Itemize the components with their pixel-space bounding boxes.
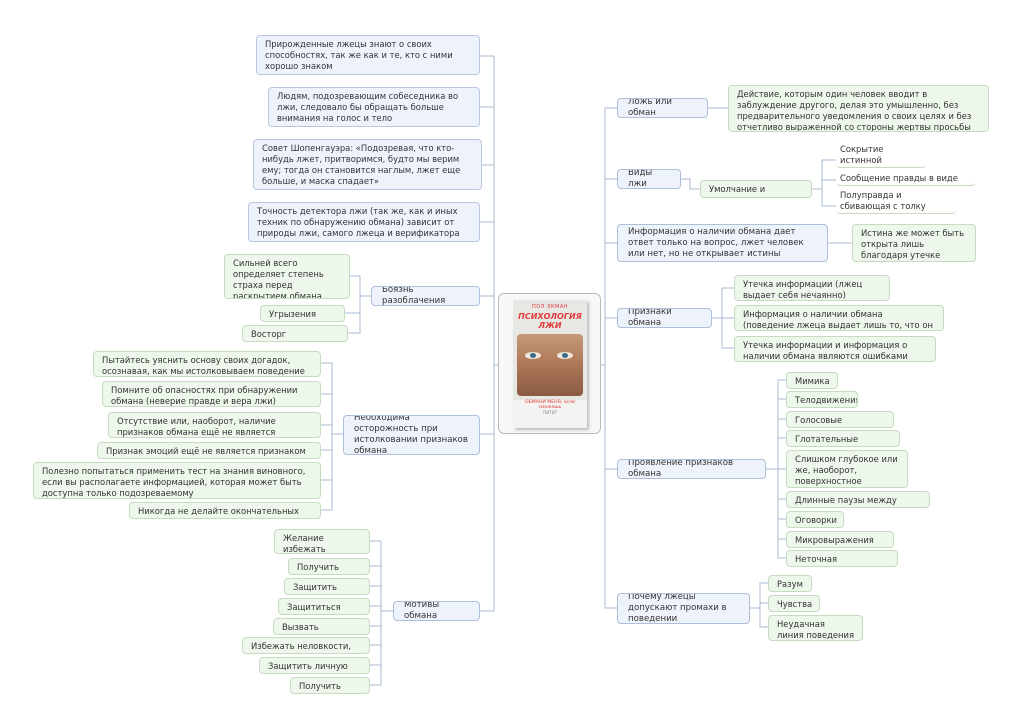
book-title: ПСИХОЛОГИЯ ЛЖИ bbox=[518, 312, 582, 330]
manifest-breathing[interactable]: Слишком глубокое или же, наоборот, повер… bbox=[786, 450, 908, 488]
caution-item-5[interactable]: Полезно попытаться применить тест на зна… bbox=[33, 462, 321, 499]
branch-signs-of-deceit[interactable]: Признаки обмана bbox=[617, 308, 712, 328]
book-subtitle: ОБМАНИ МЕНЯ, если сможешь bbox=[525, 400, 575, 410]
manifest-pauses[interactable]: Длинные паузы между словами bbox=[786, 491, 930, 508]
motive-privacy[interactable]: Защитить личную жизнь bbox=[259, 657, 370, 674]
fear-item-strongest[interactable]: Сильней всего определяет степень страха … bbox=[224, 254, 350, 299]
lie-definition[interactable]: Действие, которым один человек вводит в … bbox=[728, 85, 989, 132]
fear-item-guilt[interactable]: Угрызения совести bbox=[260, 305, 345, 322]
kinds-item-truth-as-lie[interactable]: Сообщение правды в виде обмана bbox=[836, 173, 976, 186]
branch-why-mistakes[interactable]: Почему лжецы допускают промахи в поведен… bbox=[617, 593, 750, 624]
motive-protect-self[interactable]: Защититься самому bbox=[278, 598, 370, 615]
fear-item-duping-delight[interactable]: Восторг надувательства bbox=[242, 325, 348, 342]
manifest-facial[interactable]: Мимика bbox=[786, 372, 838, 389]
branch-lie-or-deceit[interactable]: Ложь или обман bbox=[617, 98, 708, 118]
manifest-voice[interactable]: Голосовые модуляции bbox=[786, 411, 894, 428]
note-voice-and-body[interactable]: Людям, подозревающим собеседника во лжи,… bbox=[268, 87, 480, 127]
motive-admiration[interactable]: Вызвать восхищение bbox=[273, 618, 370, 635]
signs-item-leakage[interactable]: Утечка информации (лжец выдает себя неча… bbox=[734, 275, 890, 301]
branch-manifestation[interactable]: Проявление признаков обмана bbox=[617, 459, 766, 479]
kinds-concealment-falsification[interactable]: Умолчание и искажение bbox=[700, 180, 812, 198]
mistakes-bad-line[interactable]: Неудачная линия поведения bbox=[768, 615, 863, 641]
note-lie-detector[interactable]: Точность детектора лжи (так же, как и ин… bbox=[248, 202, 480, 242]
branch-fear-of-exposure[interactable]: Боязнь разоблачения bbox=[371, 286, 480, 306]
caution-item-6[interactable]: Никогда не делайте окончательных выводов bbox=[129, 502, 321, 519]
caution-item-1[interactable]: Пытайтесь уяснить основу своих догадок, … bbox=[93, 351, 321, 377]
face-illustration bbox=[517, 334, 583, 396]
manifest-body[interactable]: Телодвижения bbox=[786, 391, 858, 408]
manifest-microexpressions[interactable]: Микровыражения лица bbox=[786, 531, 894, 548]
motive-power[interactable]: Получить власть bbox=[290, 677, 370, 694]
caution-item-3[interactable]: Отсутствие или, наоборот, наличие призна… bbox=[108, 412, 321, 438]
note-schopenhauer[interactable]: Совет Шопенгауэра: «Подозревая, что кто-… bbox=[253, 139, 482, 190]
cover-bottom-band bbox=[513, 400, 587, 428]
info-truth-via-leak[interactable]: Истина же может быть открыта лишь благод… bbox=[852, 224, 976, 262]
branch-kinds-of-lies[interactable]: Виды лжи bbox=[617, 169, 681, 189]
signs-item-deception-clues[interactable]: Информация о наличии обмана (поведение л… bbox=[734, 305, 944, 331]
left-eye-shape bbox=[525, 352, 541, 359]
motive-avoid-shame[interactable]: Избежать неловкости, стыда bbox=[242, 637, 370, 654]
manifest-swallowing[interactable]: Глотательные движения bbox=[786, 430, 900, 447]
caution-item-4[interactable]: Признак эмоций ещё не является признаком… bbox=[97, 442, 321, 459]
motive-avoid-punishment[interactable]: Желание избежать наказания bbox=[274, 529, 370, 554]
kinds-item-hide-emotion[interactable]: Сокрытие истинной причины эмоции bbox=[836, 144, 926, 168]
right-eye-shape bbox=[557, 352, 573, 359]
manifest-gestures[interactable]: Неточная жестикуляция bbox=[786, 550, 898, 567]
motive-gain[interactable]: Получить выгоду bbox=[288, 558, 370, 575]
signs-item-errors[interactable]: Утечка информации и информация о наличии… bbox=[734, 336, 936, 362]
caution-item-2[interactable]: Помните об опасностях при обнаружении об… bbox=[102, 381, 321, 407]
book-cover-image: ПОЛ ЭКМАН ПСИХОЛОГИЯ ЛЖИ ОБМАНИ МЕНЯ, ес… bbox=[513, 300, 587, 428]
branch-caution[interactable]: Необходима осторожность при истолковании… bbox=[343, 415, 480, 455]
note-born-liars[interactable]: Прирожденные лжецы знают о своих способн… bbox=[256, 35, 480, 75]
motive-protect-other[interactable]: Защитить другого bbox=[284, 578, 370, 595]
mistakes-reason[interactable]: Разум bbox=[768, 575, 812, 592]
manifest-slips[interactable]: Оговорки bbox=[786, 511, 844, 528]
book-publisher: ПИТЕР bbox=[543, 410, 557, 415]
kinds-item-half-truth[interactable]: Полуправда и сбивающая с толку увертка bbox=[836, 190, 956, 214]
central-book-node[interactable]: ПОЛ ЭКМАН ПСИХОЛОГИЯ ЛЖИ ОБМАНИ МЕНЯ, ес… bbox=[498, 293, 601, 434]
book-author: ПОЛ ЭКМАН bbox=[531, 304, 569, 310]
branch-motives[interactable]: Мотивы обмана bbox=[393, 601, 480, 621]
mistakes-feelings[interactable]: Чувства bbox=[768, 595, 820, 612]
branch-deception-info[interactable]: Информация о наличии обмана дает ответ т… bbox=[617, 224, 828, 262]
